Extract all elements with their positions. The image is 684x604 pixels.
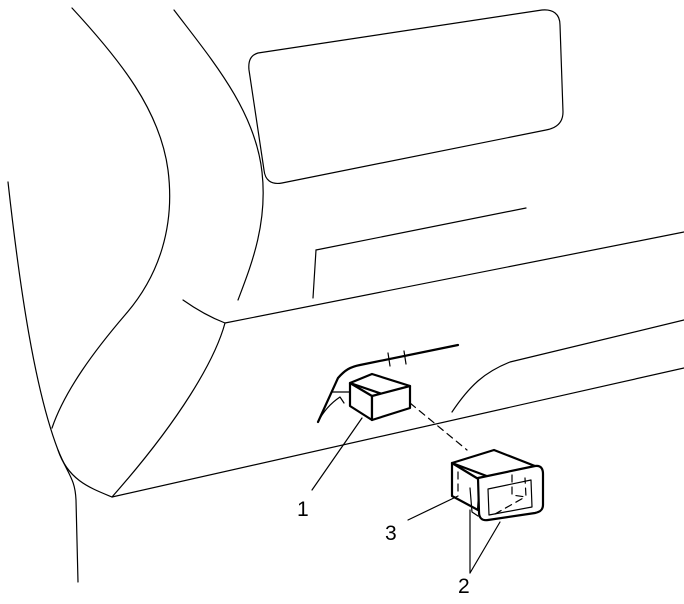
device-slot bbox=[316, 343, 460, 424]
receptacle bbox=[348, 372, 412, 422]
callout-3: 3 bbox=[385, 522, 397, 545]
leader-lines bbox=[311, 417, 501, 574]
machine-body-outline bbox=[7, 7, 684, 583]
insertable-device bbox=[450, 448, 545, 522]
operation-panel bbox=[248, 9, 564, 185]
insertion-path bbox=[409, 402, 468, 451]
callout-1: 1 bbox=[297, 498, 309, 521]
callout-2: 2 bbox=[458, 575, 470, 598]
